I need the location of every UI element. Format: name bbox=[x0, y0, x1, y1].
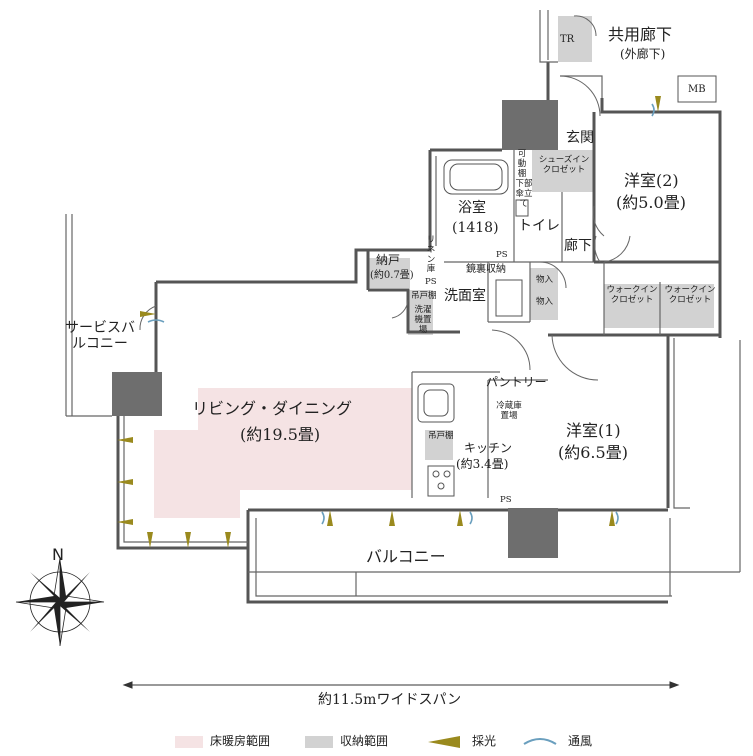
label-living-dining: リビング・ダイニング bbox=[192, 399, 353, 418]
label-hanging-shelf-2: 吊戸棚 bbox=[428, 431, 454, 441]
label-washroom: 洗面室 bbox=[444, 288, 486, 304]
label-ps-3: PS bbox=[500, 495, 512, 505]
label-kitchen-area: (約3.4畳) bbox=[456, 457, 509, 471]
label-western-room-1: 洋室(1) bbox=[566, 421, 621, 440]
label-western-room-2-area: (約5.0畳) bbox=[616, 193, 686, 212]
legend-floor-heating-label: 床暖房範囲 bbox=[210, 734, 271, 748]
label-storage-room-area: (約0.7畳) bbox=[370, 270, 414, 281]
thin-walls bbox=[65, 10, 741, 597]
label-bathroom: 浴室 bbox=[458, 200, 486, 216]
label-service-balcony: サービスバルコニー bbox=[65, 320, 135, 353]
columns bbox=[112, 100, 558, 558]
legend-ventilation-swatch bbox=[523, 738, 557, 745]
label-balcony: バルコニー bbox=[366, 547, 446, 566]
label-closet-storage-1: 物入 bbox=[536, 275, 554, 285]
label-ps-2: PS bbox=[425, 277, 437, 287]
dimension-line bbox=[122, 681, 680, 689]
legend-ventilation-label: 通風 bbox=[568, 734, 593, 748]
label-western-room-2: 洋室(2) bbox=[624, 171, 679, 190]
doors bbox=[139, 15, 631, 381]
compass-north-label: N bbox=[52, 545, 64, 564]
label-western-room-1-area: (約6.5畳) bbox=[558, 443, 628, 462]
daylight-markers bbox=[117, 96, 661, 548]
ventilation-markers bbox=[147, 103, 655, 525]
label-shared-corridor-sub: (外廊下) bbox=[620, 47, 666, 61]
label-storage-room: 納戸 bbox=[376, 253, 401, 267]
legend-daylight-label: 採光 bbox=[472, 734, 497, 748]
label-shoes-in-closet: シューズインクロゼット bbox=[538, 155, 590, 175]
legend-storage-label: 収納範囲 bbox=[340, 734, 389, 748]
label-mb: MB bbox=[688, 84, 706, 95]
fixtures bbox=[417, 75, 717, 497]
compass-rose bbox=[15, 557, 105, 647]
label-linen: リネン庫 bbox=[426, 235, 436, 275]
label-mirror-storage: 鏡裏収納 bbox=[466, 264, 506, 275]
legend-daylight-swatch bbox=[428, 736, 460, 748]
label-umbrella-stand: 下部傘立て bbox=[515, 179, 533, 209]
label-ps-1: PS bbox=[496, 250, 508, 260]
label-pantry: パントリー bbox=[486, 375, 547, 389]
label-shared-corridor: 共用廊下 bbox=[608, 25, 673, 44]
dimension-label: 約11.5mワイドスパン bbox=[318, 692, 462, 708]
label-washer-space: 洗濯機置場 bbox=[414, 305, 432, 335]
label-tr: TR bbox=[560, 34, 575, 45]
label-bathroom-size: (1418) bbox=[452, 220, 499, 236]
legend-storage-swatch bbox=[305, 736, 333, 748]
label-fridge-space: 冷蔵庫置場 bbox=[496, 401, 522, 421]
label-corridor: 廊下 bbox=[564, 238, 592, 254]
label-movable-shelf: 可動棚 bbox=[517, 149, 527, 179]
floor-heating-area bbox=[154, 388, 412, 518]
legend-floor-heating-swatch bbox=[175, 736, 203, 748]
label-walk-in-closet-1: ウォークインクロゼット bbox=[606, 285, 658, 305]
label-entrance: 玄関 bbox=[566, 130, 594, 146]
label-kitchen: キッチン bbox=[464, 441, 513, 455]
label-walk-in-closet-2: ウォークインクロゼット bbox=[664, 285, 716, 305]
label-toilet: トイレ bbox=[518, 218, 560, 234]
label-living-dining-area: (約19.5畳) bbox=[240, 425, 321, 444]
storage-areas bbox=[368, 16, 714, 460]
walls bbox=[116, 62, 722, 604]
label-closet-storage-2: 物入 bbox=[536, 297, 554, 307]
label-hanging-shelf-1: 吊戸棚 bbox=[411, 291, 437, 301]
